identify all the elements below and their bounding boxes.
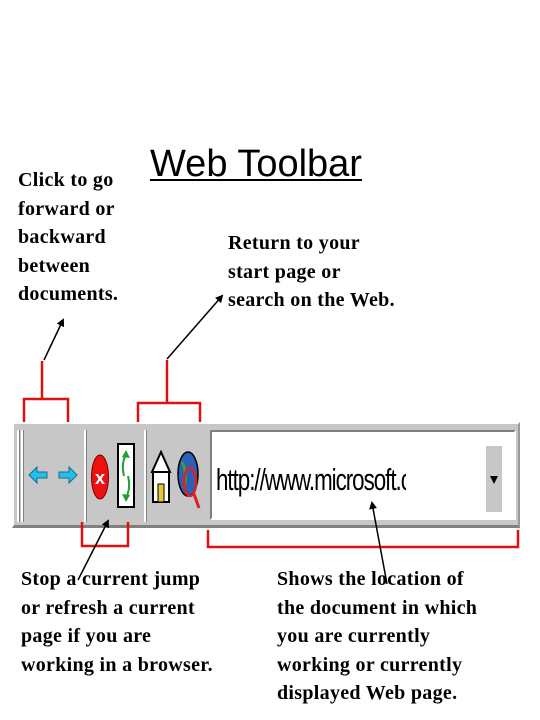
address-input[interactable] [216,451,407,509]
stop-icon: x [91,454,109,500]
forward-arrow-icon [58,465,78,485]
stop-button[interactable]: x [90,452,110,502]
callout-navigation: Click to go forward or backward between … [18,169,119,305]
pointer-home-search [166,294,224,360]
pointer-address [369,501,388,585]
search-button[interactable] [176,448,202,510]
toolbar-grip[interactable] [17,430,20,522]
home-icon [150,449,172,503]
callout-address: Shows the location of the document in wh… [277,568,478,704]
forward-button[interactable] [58,464,78,486]
search-icon [177,451,201,509]
refresh-icon [117,443,135,508]
stop-glyph: x [95,468,105,488]
toolbar-separator-2 [144,430,147,522]
pointer-navigation [43,318,65,361]
bracket-home-search [136,401,202,422]
address-bar[interactable] [210,430,516,520]
home-button[interactable] [150,449,172,506]
pointer-stop-refresh [77,519,109,581]
toolbar-grip-2 [21,430,24,522]
web-toolbar: x [12,422,520,528]
callout-stop-refresh: Stop a current jump or refresh a current… [21,568,213,676]
address-dropdown-button[interactable] [486,446,502,512]
back-button[interactable] [28,464,48,486]
back-arrow-icon [28,465,48,485]
bracket-address [206,530,520,549]
bracket-navigation [22,397,70,422]
bracket-stop-refresh [80,522,130,548]
page-title: Web Toolbar [150,143,362,185]
toolbar-separator [84,430,87,522]
callout-home-search: Return to your start page or search on t… [228,232,395,311]
chevron-down-icon [490,476,498,484]
refresh-button[interactable] [116,442,138,510]
